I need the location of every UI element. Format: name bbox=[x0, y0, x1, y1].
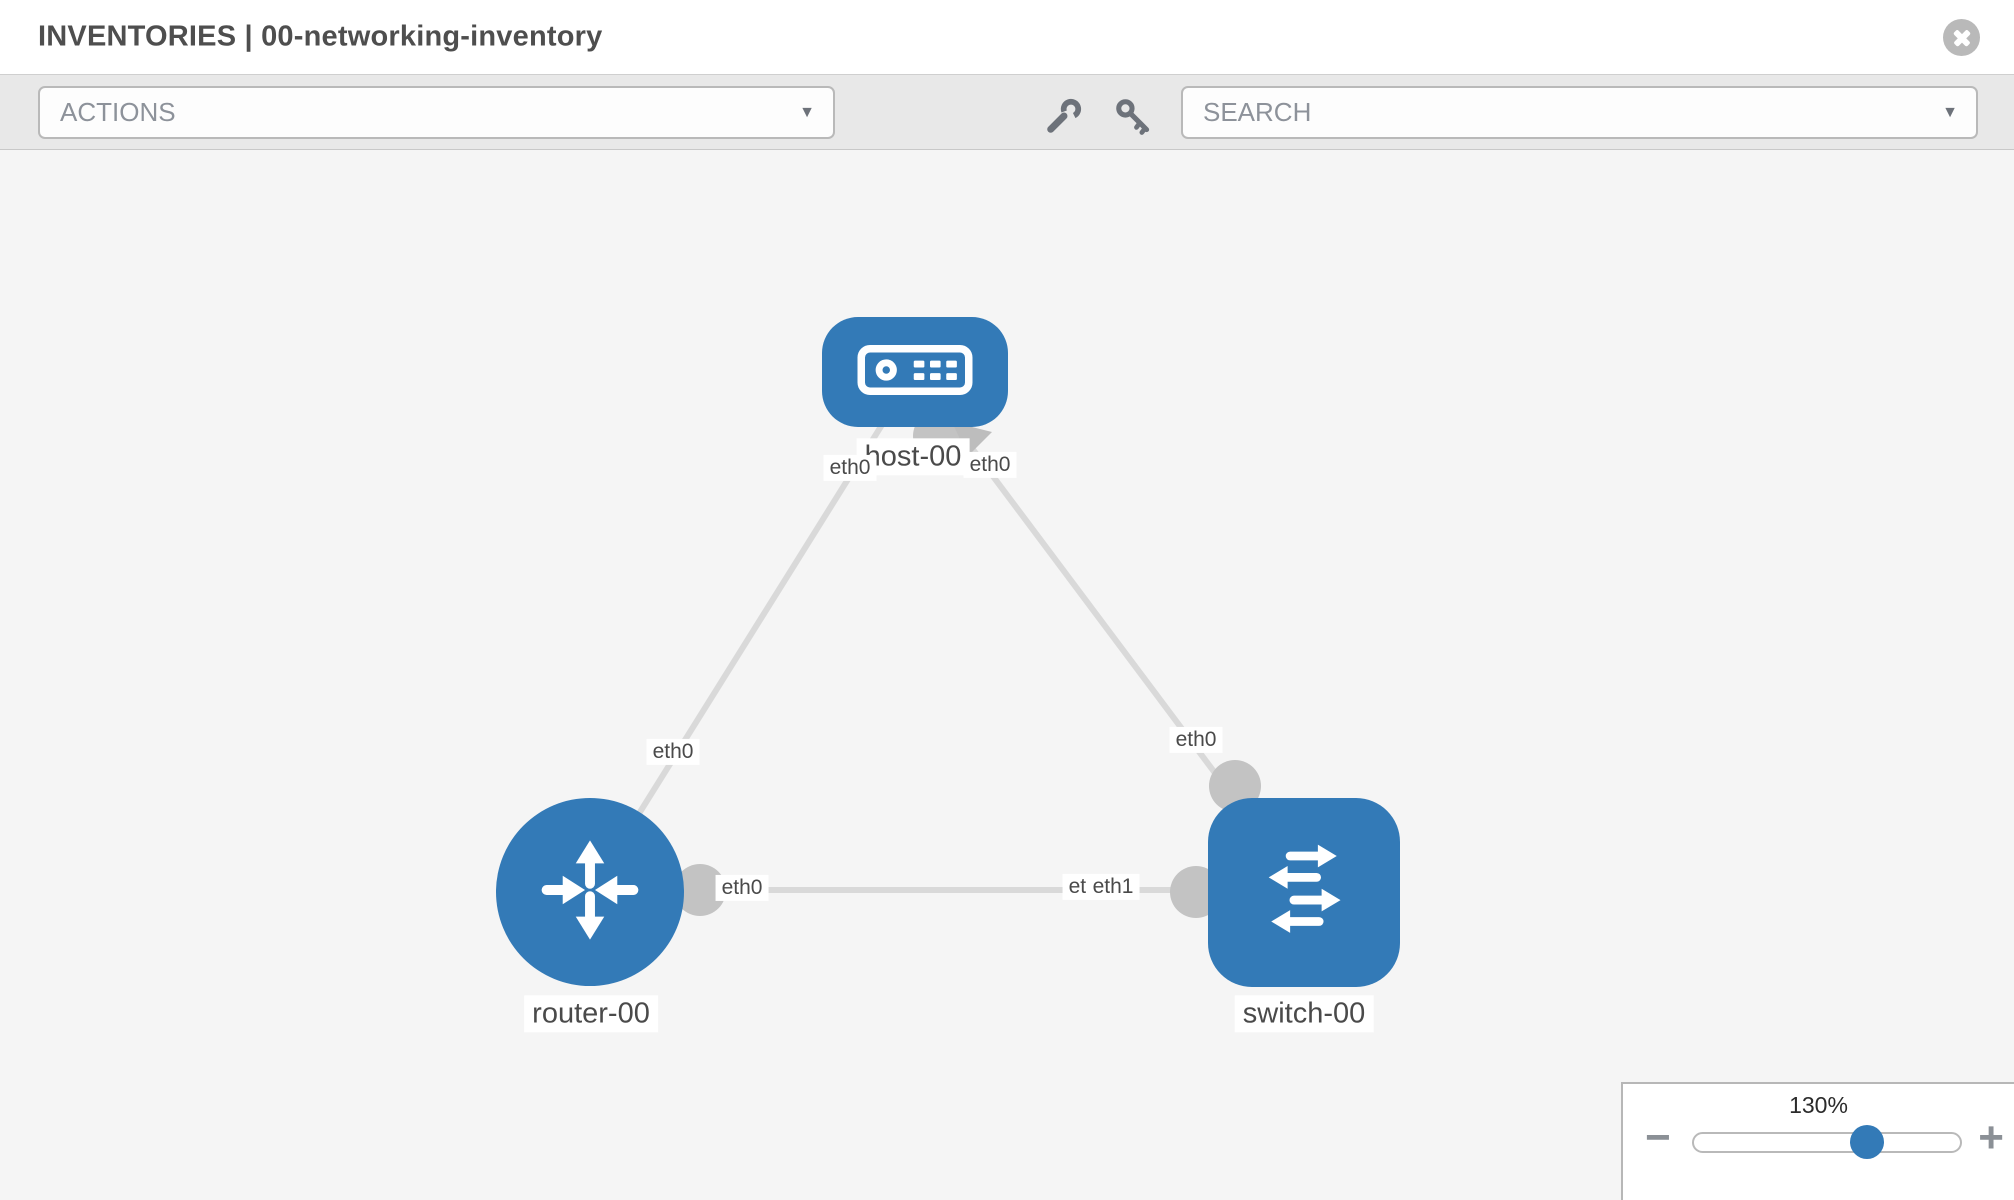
zoom-slider-knob[interactable] bbox=[1850, 1125, 1884, 1159]
wrench-button[interactable] bbox=[1043, 96, 1085, 138]
topology-canvas[interactable]: host-00 router-00 switch-00 eth0 eth0 et… bbox=[0, 150, 2014, 1200]
node-router-00[interactable] bbox=[496, 798, 684, 986]
interface-label: eth0 bbox=[646, 738, 700, 766]
actions-dropdown[interactable]: ACTIONS ▼ bbox=[38, 86, 835, 139]
wrench-icon bbox=[1045, 98, 1083, 138]
host-icon bbox=[855, 335, 975, 410]
node-switch-00[interactable] bbox=[1208, 798, 1400, 987]
zoom-slider-track[interactable] bbox=[1692, 1125, 1962, 1159]
search-box: ▼ bbox=[1181, 86, 1978, 139]
node-label-router: router-00 bbox=[524, 995, 658, 1033]
actions-dropdown-label: ACTIONS bbox=[60, 97, 176, 127]
interface-label: eth0 bbox=[823, 454, 877, 482]
interface-label: eth1 bbox=[1086, 873, 1140, 901]
close-icon[interactable] bbox=[1943, 19, 1980, 56]
page-title: INVENTORIES | 00-networking-inventory bbox=[38, 20, 603, 53]
switch-icon bbox=[1241, 827, 1367, 958]
panel-header: INVENTORIES | 00-networking-inventory bbox=[0, 0, 2014, 74]
key-icon bbox=[1114, 98, 1152, 138]
router-icon bbox=[528, 828, 652, 957]
interface-dot-router-eth0 bbox=[674, 864, 726, 916]
zoom-in-button[interactable]: + bbox=[1978, 1113, 2004, 1162]
topology-toolbar: ACTIONS ▼ ▼ bbox=[0, 74, 2014, 150]
link-arrowhead bbox=[952, 422, 992, 456]
node-host-00[interactable] bbox=[822, 317, 1008, 427]
chevron-down-icon: ▼ bbox=[1942, 103, 1958, 121]
chevron-down-icon: ▼ bbox=[799, 103, 815, 121]
node-label-host: host-00 bbox=[856, 438, 970, 476]
interface-label: eth0 bbox=[963, 451, 1017, 479]
zoom-panel: 130% − + bbox=[1621, 1082, 2014, 1200]
zoom-out-button[interactable]: − bbox=[1645, 1113, 1671, 1162]
interface-label: eth0 bbox=[1169, 726, 1223, 754]
node-label-switch: switch-00 bbox=[1234, 995, 1374, 1033]
link-layer bbox=[587, 370, 1307, 918]
key-button[interactable] bbox=[1112, 96, 1154, 138]
interface-label: eth0 bbox=[715, 874, 769, 902]
search-input[interactable] bbox=[1183, 97, 1976, 128]
zoom-level: 130% bbox=[1789, 1092, 1848, 1118]
